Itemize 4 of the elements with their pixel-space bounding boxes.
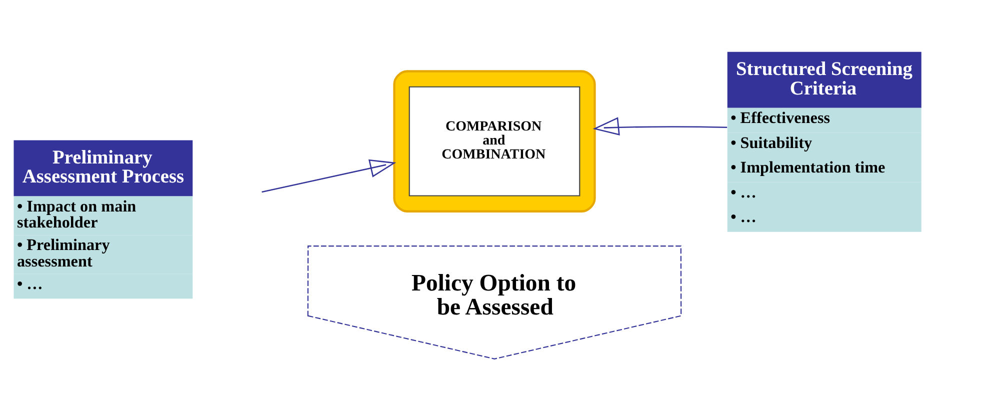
arrow [262,159,396,193]
node-box: COMPARISON and COMBINATION [408,86,580,196]
cluster [393,70,596,212]
arrow [592,117,728,136]
